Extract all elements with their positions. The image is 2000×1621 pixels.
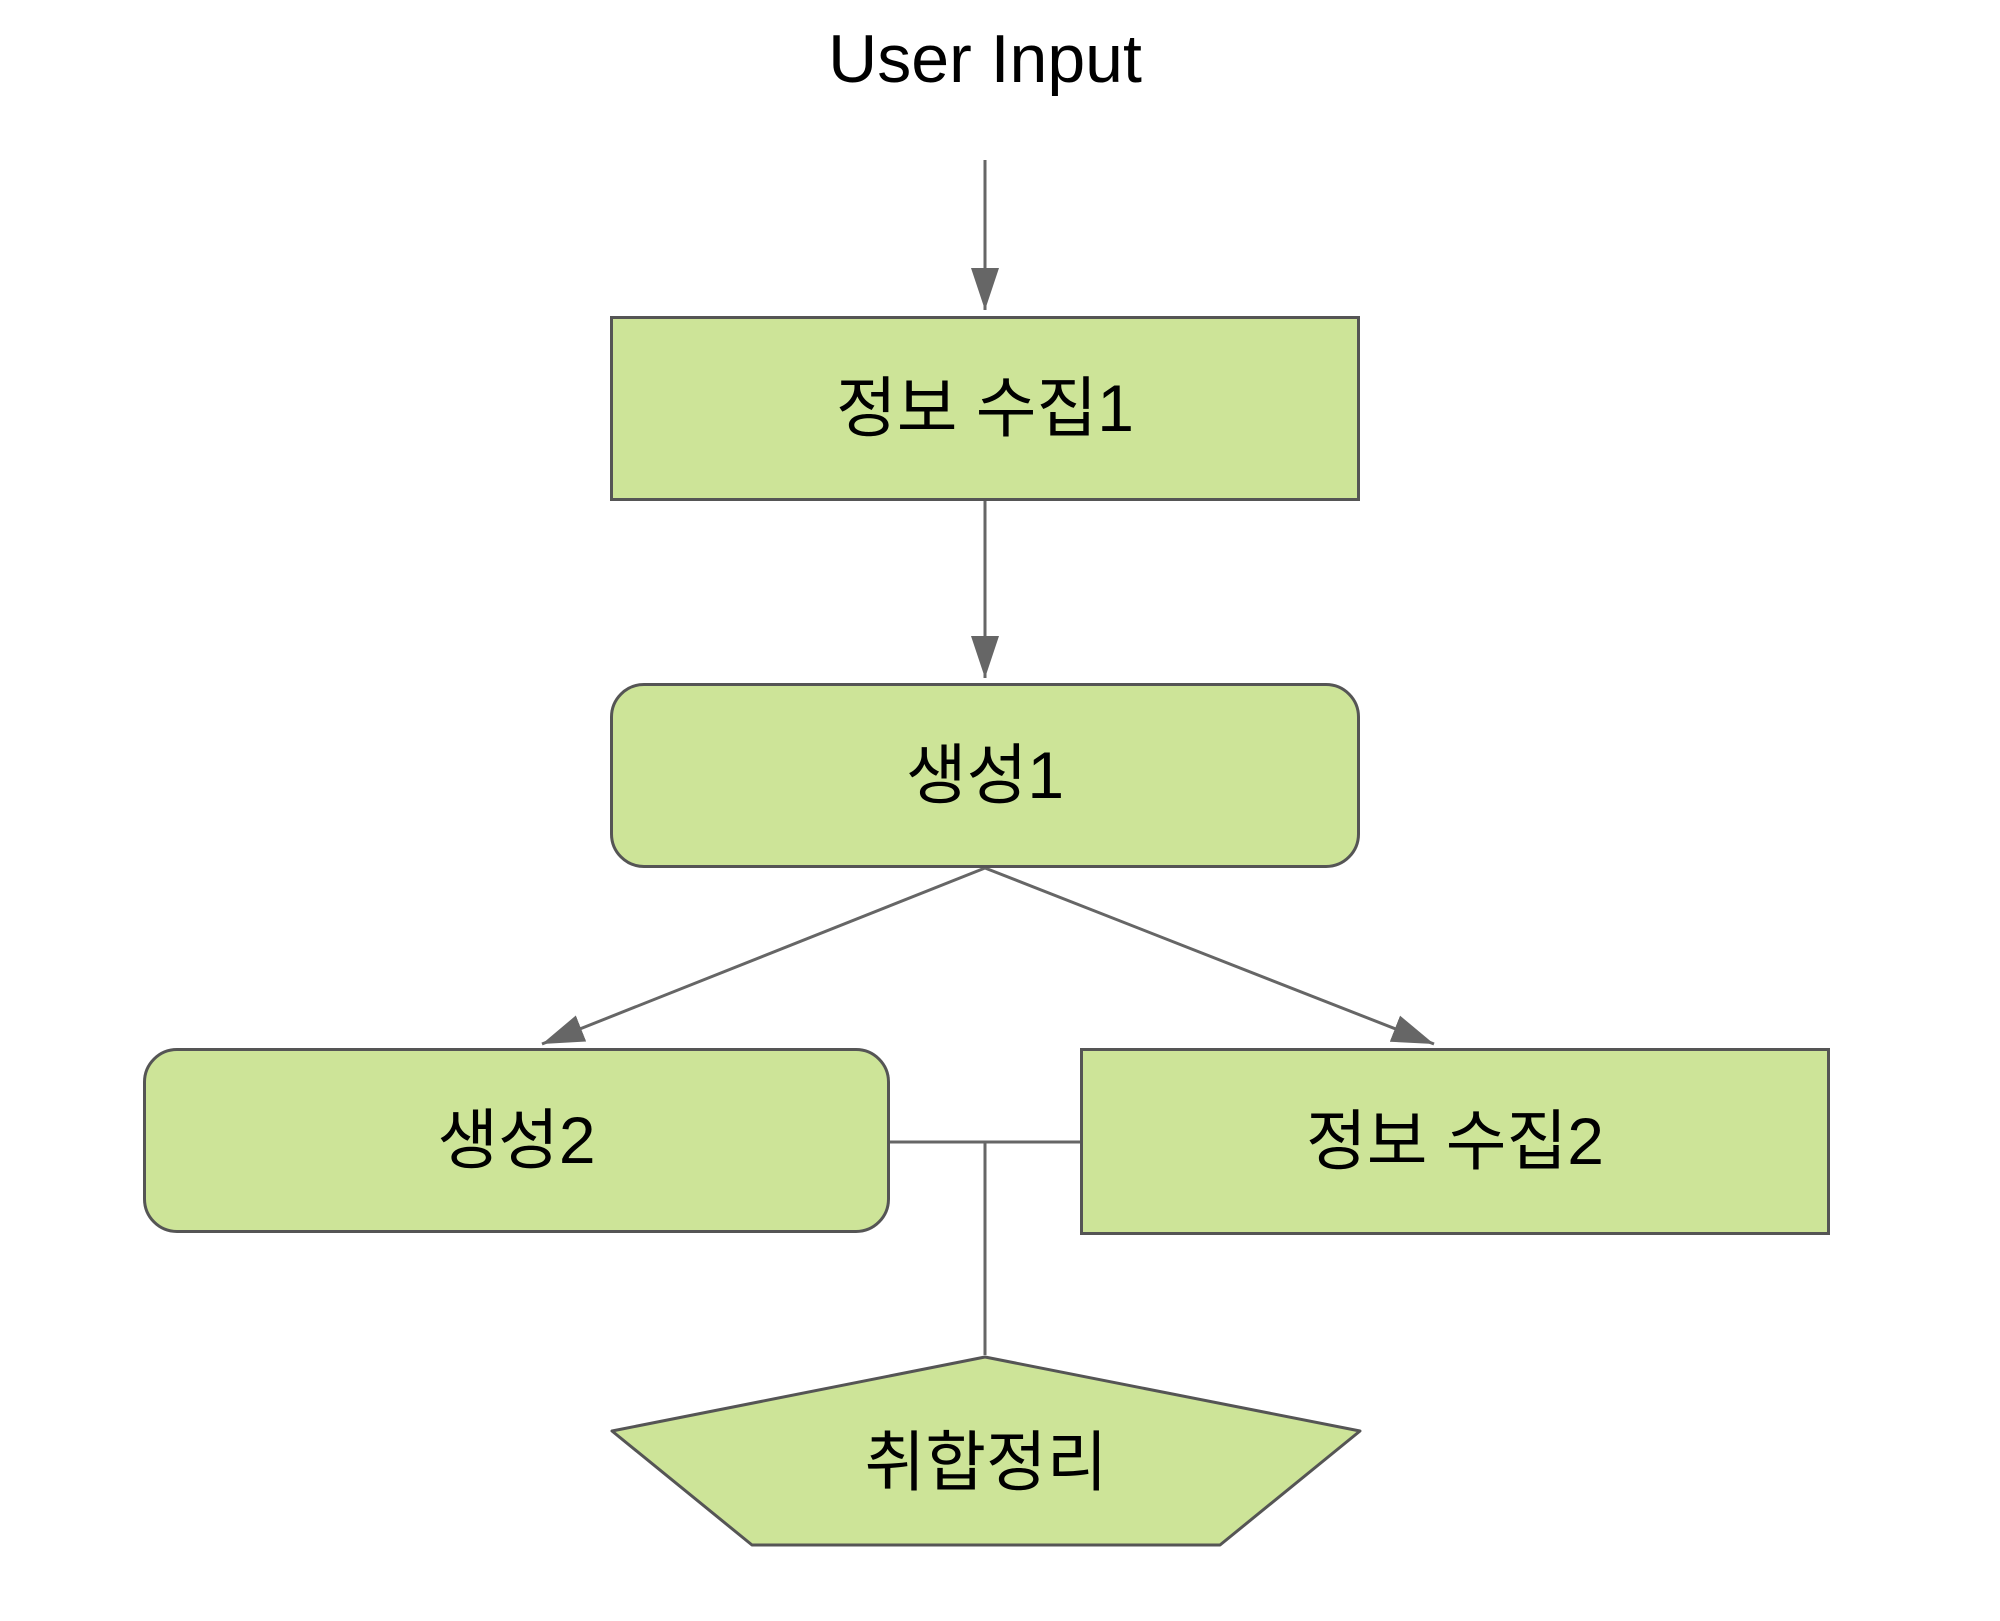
info-collect-2-label: 정보 수집2 (1306, 1103, 1604, 1178)
generate-1-label: 생성1 (905, 737, 1065, 812)
node-generate-2: 생성2 (143, 1048, 890, 1233)
edge-gen1-to-collect2 (984, 866, 1435, 1046)
merge-organize-label: 취합정리 (864, 1424, 1108, 1499)
info-collect-1-label: 정보 수집1 (836, 370, 1134, 445)
node-user-input: User Input (685, 10, 1285, 108)
generate-2-label: 생성2 (437, 1102, 596, 1177)
node-merge-organize-label: 취합정리 (612, 1368, 1360, 1545)
node-merge-organize-shape (610, 1355, 1362, 1547)
node-generate-1: 생성1 (610, 683, 1360, 868)
user-input-label: User Input (828, 21, 1142, 97)
node-info-collect-2: 정보 수집2 (1080, 1048, 1830, 1235)
node-info-collect-1: 정보 수집1 (610, 316, 1360, 501)
edge-gen1-to-gen2 (541, 866, 986, 1046)
